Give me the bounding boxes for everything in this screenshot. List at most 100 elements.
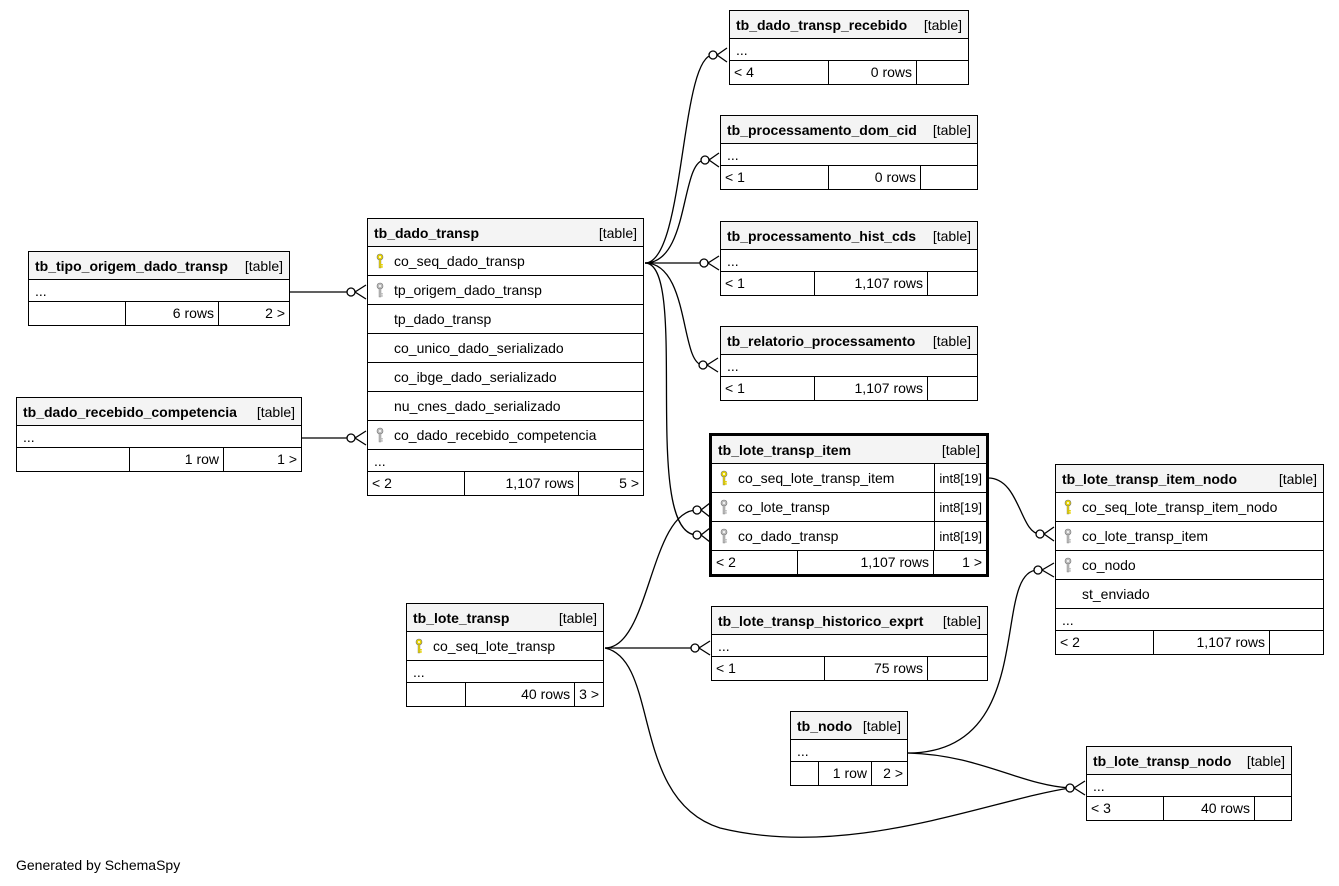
table-name: tb_processamento_dom_cid <box>727 121 917 138</box>
column-row[interactable]: co_lote_transp int8[19] <box>712 493 986 522</box>
table-type: [table] <box>862 717 901 734</box>
parents-count[interactable]: < 2 <box>712 551 798 574</box>
children-count[interactable]: 1 > <box>277 451 297 467</box>
table-tb-tipo-origem-dado-transp[interactable]: tb_tipo_origem_dado_transp [table]... 6 … <box>28 251 290 326</box>
parents-count[interactable]: < 1 <box>721 166 829 189</box>
table-tb-processamento-dom-cid[interactable]: tb_processamento_dom_cid [table]... < 1 … <box>720 115 978 190</box>
children-count[interactable]: 2 > <box>883 765 903 781</box>
table-header[interactable]: tb_lote_transp_item [table] <box>712 436 986 464</box>
children-count[interactable] <box>928 657 987 680</box>
table-header[interactable]: tb_processamento_dom_cid [table] <box>721 116 977 144</box>
parents-count[interactable]: < 3 <box>1087 797 1164 820</box>
column-name-cell: st_enviado <box>1056 586 1323 602</box>
more-columns-ellipsis[interactable]: ... <box>368 450 643 472</box>
children-count[interactable]: 2 > <box>265 305 285 321</box>
table-header[interactable]: tb_relatorio_processamento [table] <box>721 327 977 355</box>
parents-count[interactable]: < 1 <box>721 272 815 295</box>
table-header[interactable]: tb_dado_transp [table] <box>368 219 643 247</box>
column-row[interactable]: tp_origem_dado_transp <box>368 276 643 305</box>
table-tb-lote-transp-item-nodo[interactable]: tb_lote_transp_item_nodo [table] co_seq_… <box>1055 464 1324 655</box>
more-columns-ellipsis[interactable]: ... <box>29 280 289 302</box>
primary-key-icon <box>415 638 423 654</box>
more-columns-ellipsis[interactable]: ... <box>712 635 987 657</box>
parents-count[interactable] <box>407 683 467 706</box>
table-name: tb_dado_transp_recebido <box>736 16 908 33</box>
parents-count[interactable]: < 2 <box>368 472 465 495</box>
column-name: co_dado_transp <box>738 528 839 544</box>
more-columns-ellipsis[interactable]: ... <box>17 426 301 448</box>
table-header[interactable]: tb_dado_transp_recebido [table] <box>730 11 968 39</box>
table-tb-nodo[interactable]: tb_nodo [table]... 1 row 2 > <box>790 711 908 786</box>
table-header[interactable]: tb_lote_transp_item_nodo [table] <box>1056 465 1323 493</box>
children-count[interactable]: 3 > <box>579 686 599 702</box>
table-header[interactable]: tb_tipo_origem_dado_transp [table] <box>29 252 289 280</box>
column-row[interactable]: co_unico_dado_serializado <box>368 334 643 363</box>
column-row[interactable]: co_seq_lote_transp_item int8[19] <box>712 464 986 493</box>
more-columns-ellipsis[interactable]: ... <box>791 740 907 762</box>
children-count[interactable]: 1 > <box>962 554 982 570</box>
column-name-cell: co_dado_recebido_competencia <box>368 427 643 443</box>
more-columns-ellipsis[interactable]: ... <box>1056 609 1323 631</box>
children-count[interactable] <box>921 166 977 189</box>
parents-count[interactable] <box>17 448 130 471</box>
more-columns-ellipsis[interactable]: ... <box>721 250 977 272</box>
table-type: [table] <box>598 224 637 241</box>
table-header[interactable]: tb_lote_transp_historico_exprt [table] <box>712 607 987 635</box>
table-tb-lote-transp-nodo[interactable]: tb_lote_transp_nodo [table]... < 3 40 ro… <box>1086 746 1292 821</box>
table-type: [table] <box>923 16 962 33</box>
column-row[interactable]: co_dado_transp int8[19] <box>712 522 986 551</box>
parents-count[interactable]: < 1 <box>712 657 825 680</box>
parents-count[interactable]: < 2 <box>1056 631 1154 654</box>
column-row[interactable]: co_nodo <box>1056 551 1323 580</box>
column-type: int8[19] <box>934 464 986 492</box>
column-name-cell: co_unico_dado_serializado <box>368 340 643 356</box>
children-count[interactable] <box>1270 631 1323 654</box>
more-columns-ellipsis[interactable]: ... <box>721 355 977 377</box>
column-row[interactable]: co_seq_lote_transp_item_nodo <box>1056 493 1323 522</box>
more-columns-ellipsis[interactable]: ... <box>721 144 977 166</box>
parents-count[interactable] <box>791 762 819 785</box>
table-header[interactable]: tb_dado_recebido_competencia [table] <box>17 398 301 426</box>
table-header[interactable]: tb_nodo [table] <box>791 712 907 740</box>
more-columns-ellipsis[interactable]: ... <box>730 39 968 61</box>
children-count[interactable] <box>928 272 977 295</box>
parents-count[interactable] <box>29 302 126 325</box>
more-columns-ellipsis[interactable]: ... <box>407 661 603 683</box>
column-row[interactable]: co_lote_transp_item <box>1056 522 1323 551</box>
table-name: tb_nodo <box>797 717 853 734</box>
table-tb-processamento-hist-cds[interactable]: tb_processamento_hist_cds [table]... < 1… <box>720 221 978 296</box>
children-count[interactable]: 5 > <box>619 475 639 491</box>
children-count[interactable] <box>1255 797 1291 820</box>
foreign-key-icon <box>720 528 728 544</box>
table-header[interactable]: tb_lote_transp [table] <box>407 604 603 632</box>
children-count[interactable] <box>928 377 977 400</box>
column-row[interactable]: co_dado_recebido_competencia <box>368 421 643 450</box>
table-tb-dado-transp-recebido[interactable]: tb_dado_transp_recebido [table]... < 4 0… <box>729 10 969 85</box>
table-footer: 6 rows 2 > <box>29 302 289 325</box>
column-row[interactable]: tp_dado_transp <box>368 305 643 334</box>
table-type: [table] <box>932 227 971 244</box>
table-name: tb_lote_transp_item <box>718 441 852 458</box>
more-columns-ellipsis[interactable]: ... <box>1087 775 1291 797</box>
table-header[interactable]: tb_lote_transp_nodo [table] <box>1087 747 1291 775</box>
row-count: 75 rows <box>825 657 928 680</box>
column-row[interactable]: nu_cnes_dado_serializado <box>368 392 643 421</box>
table-name: tb_lote_transp_historico_exprt <box>718 612 924 629</box>
table-tb-dado-recebido-competencia[interactable]: tb_dado_recebido_competencia [table]... … <box>16 397 302 472</box>
column-row[interactable]: co_seq_lote_transp <box>407 632 603 661</box>
table-tb-lote-transp-historico-exprt[interactable]: tb_lote_transp_historico_exprt [table]..… <box>711 606 988 681</box>
column-row[interactable]: st_enviado <box>1056 580 1323 609</box>
table-tb-lote-transp-item[interactable]: tb_lote_transp_item [table] co_seq_lote_… <box>709 433 989 577</box>
column-name: co_lote_transp <box>738 499 830 515</box>
column-name: st_enviado <box>1082 586 1150 602</box>
children-count[interactable] <box>917 61 968 84</box>
table-header[interactable]: tb_processamento_hist_cds [table] <box>721 222 977 250</box>
parents-count[interactable]: < 4 <box>730 61 829 84</box>
table-tb-dado-transp[interactable]: tb_dado_transp [table] co_seq_dado_trans… <box>367 218 644 496</box>
column-row[interactable]: co_seq_dado_transp <box>368 247 643 276</box>
parents-count[interactable]: < 1 <box>721 377 815 400</box>
table-tb-relatorio-processamento[interactable]: tb_relatorio_processamento [table]... < … <box>720 326 978 401</box>
table-tb-lote-transp[interactable]: tb_lote_transp [table] co_seq_lote_trans… <box>406 603 604 707</box>
column-row[interactable]: co_ibge_dado_serializado <box>368 363 643 392</box>
